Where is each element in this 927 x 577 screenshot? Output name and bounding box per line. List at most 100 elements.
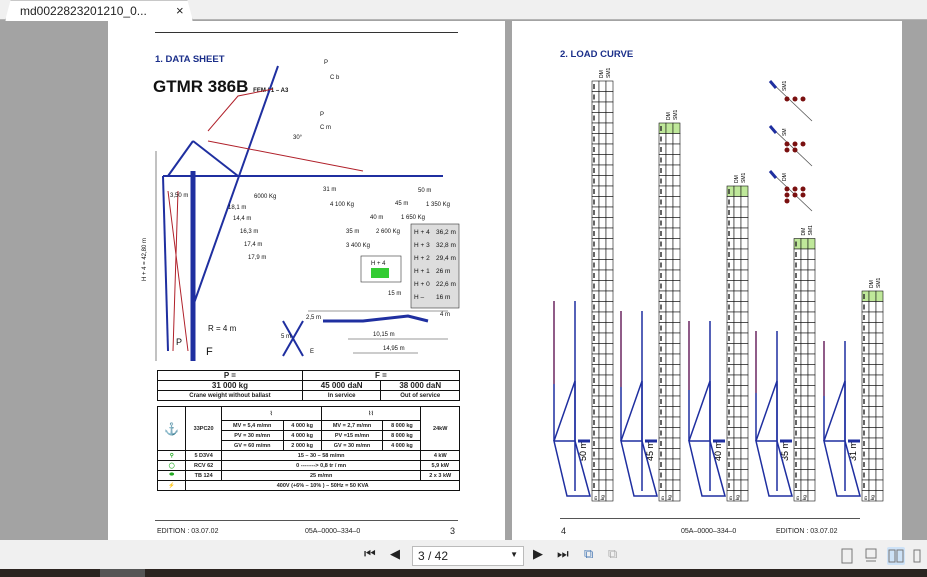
two-page-continuous-view-icon[interactable] bbox=[912, 547, 927, 565]
forward-view-icon[interactable]: ⧉ bbox=[608, 546, 618, 561]
load-cell bbox=[800, 332, 809, 344]
crane-drawing: H + 4 = 42,80 m 3,50 m R = 4 m P F 30° P… bbox=[142, 60, 460, 361]
load-cell bbox=[672, 206, 681, 218]
load-cell bbox=[861, 385, 870, 397]
load-cell bbox=[726, 437, 735, 449]
load-cell bbox=[591, 290, 600, 302]
two-page-view-icon[interactable] bbox=[887, 547, 905, 565]
unit-m: m bbox=[863, 496, 868, 500]
load-cell bbox=[658, 469, 667, 481]
load-cell bbox=[868, 353, 877, 365]
load-cell bbox=[740, 322, 749, 334]
load-cell bbox=[591, 196, 600, 208]
load-cell bbox=[672, 248, 681, 260]
load-cell bbox=[861, 343, 870, 355]
load-cell bbox=[807, 374, 816, 386]
load-cell bbox=[665, 395, 674, 407]
load-cell bbox=[658, 385, 667, 397]
page-selector[interactable]: 3 / 42▼ bbox=[412, 546, 524, 566]
prev-page-button[interactable]: ◀ bbox=[390, 546, 400, 561]
load-cell bbox=[726, 406, 735, 418]
load-cell bbox=[605, 101, 614, 113]
load-cell bbox=[591, 259, 600, 271]
load-cell bbox=[591, 385, 600, 397]
unit-kg: kg bbox=[802, 495, 807, 500]
continuous-view-icon[interactable] bbox=[862, 547, 880, 565]
next-page-button[interactable]: ▶ bbox=[533, 546, 543, 561]
load-cell bbox=[726, 385, 735, 397]
load-cell bbox=[733, 227, 742, 239]
load-cell bbox=[800, 395, 809, 407]
document-tab[interactable]: md0022823201210_0... × bbox=[5, 0, 193, 21]
back-view-icon[interactable]: ⧉ bbox=[584, 546, 594, 561]
first-page-button[interactable]: ⏮ bbox=[364, 546, 376, 561]
crane-icon bbox=[755, 331, 793, 497]
reeving-label: SM1 bbox=[782, 81, 788, 92]
load-cell bbox=[665, 437, 674, 449]
load-cell bbox=[733, 206, 742, 218]
load-cell bbox=[868, 437, 877, 449]
load-cell bbox=[658, 448, 667, 460]
load-cell bbox=[598, 196, 607, 208]
load-cell bbox=[807, 248, 816, 260]
load-cell bbox=[740, 301, 749, 313]
load-cell bbox=[861, 332, 870, 344]
load-cell bbox=[658, 479, 667, 491]
height-level: H + 0 bbox=[414, 281, 430, 288]
load-cell bbox=[598, 437, 607, 449]
load-cell bbox=[591, 416, 600, 428]
load-cell bbox=[726, 469, 735, 481]
load-cell bbox=[733, 238, 742, 250]
svg-text:1 350 Kg: 1 350 Kg bbox=[426, 202, 450, 208]
load-cell bbox=[800, 479, 809, 491]
load-cell bbox=[658, 353, 667, 365]
load-cell bbox=[726, 322, 735, 334]
load-cell bbox=[733, 364, 742, 376]
load-cell bbox=[658, 248, 667, 260]
single-page-view-icon[interactable] bbox=[838, 547, 856, 565]
load-cell bbox=[658, 364, 667, 376]
load-cell bbox=[868, 395, 877, 407]
offset-label: 3,50 m bbox=[170, 193, 188, 199]
load-cell bbox=[658, 301, 667, 313]
load-cell bbox=[591, 395, 600, 407]
load-cell bbox=[591, 406, 600, 418]
load-cell bbox=[672, 416, 681, 428]
height-value: 16 m bbox=[436, 294, 450, 301]
load-cell bbox=[672, 269, 681, 281]
close-tab-icon[interactable]: × bbox=[176, 3, 184, 18]
load-cell bbox=[793, 416, 802, 428]
height-label: H + 4 = 42,80 m bbox=[142, 238, 148, 281]
load-cell bbox=[672, 385, 681, 397]
load-cell bbox=[598, 175, 607, 187]
pdf-page-3: 1. DATA SHEET GTMR 386B FEM / 1 – A3 H +… bbox=[108, 21, 505, 540]
cb-label: C b bbox=[330, 75, 340, 81]
slewing-icon: ◯ bbox=[156, 460, 187, 471]
load-cell bbox=[665, 374, 674, 386]
load-cell bbox=[591, 311, 600, 323]
load-cell bbox=[658, 175, 667, 187]
load-cell bbox=[605, 206, 614, 218]
scrollbar-thumb[interactable] bbox=[100, 569, 145, 577]
load-cell bbox=[598, 427, 607, 439]
load-cell bbox=[598, 164, 607, 176]
load-cell bbox=[875, 416, 884, 428]
last-page-button[interactable]: ⏭ bbox=[557, 546, 569, 561]
load-cell bbox=[658, 196, 667, 208]
load-cell bbox=[726, 227, 735, 239]
load-cell bbox=[605, 112, 614, 124]
load-cell bbox=[591, 217, 600, 229]
load-cell bbox=[672, 143, 681, 155]
load-cell bbox=[800, 280, 809, 292]
load-cell bbox=[868, 364, 877, 376]
load-cell bbox=[605, 311, 614, 323]
load-cell bbox=[658, 311, 667, 323]
load-cell bbox=[875, 364, 884, 376]
jib-length-label: 35 m bbox=[780, 441, 790, 461]
load-cell bbox=[672, 280, 681, 292]
load-cell bbox=[800, 290, 809, 302]
load-cell bbox=[605, 227, 614, 239]
load-cell bbox=[658, 185, 667, 197]
load-cell bbox=[868, 343, 877, 355]
